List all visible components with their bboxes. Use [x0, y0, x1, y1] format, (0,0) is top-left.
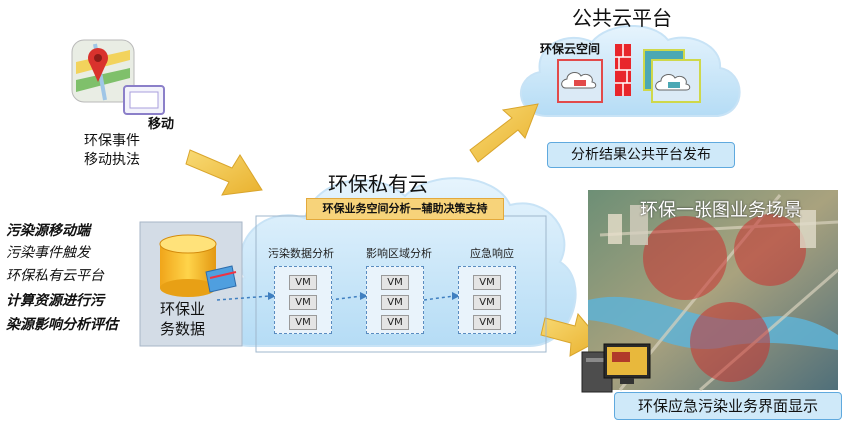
arrow-cloud-to-public	[469, 103, 539, 163]
left-list-item: 污染事件触发	[6, 245, 90, 261]
public-publish-banner: 分析结果公共平台发布	[547, 142, 735, 168]
map-scene-image	[588, 190, 839, 392]
panel-emergency-response: VM VM VM	[458, 266, 516, 334]
panel-emergency-response-title: 应急响应	[470, 247, 514, 260]
left-list-item: 污染源移动端	[6, 223, 90, 239]
vm-box: VM	[473, 295, 501, 310]
vm-box: VM	[381, 295, 409, 310]
cloud-space-icon-green	[643, 49, 701, 103]
database-icon	[159, 234, 237, 297]
private-cloud-title: 环保私有云	[328, 172, 428, 196]
display-banner: 环保应急污染业务界面显示	[614, 392, 842, 420]
panel-pollution-analysis-title: 污染数据分析	[268, 247, 334, 260]
panel-impact-area: VM VM VM	[366, 266, 424, 334]
data-source-label-line-2: 务数据	[160, 320, 206, 338]
public-cloud-title: 公共云平台	[572, 6, 672, 30]
tablet-icon	[123, 85, 165, 115]
cloud-space-icon-red	[557, 59, 603, 103]
vm-box: VM	[381, 275, 409, 290]
panel-impact-area-title: 影响区域分析	[366, 247, 432, 260]
left-list-item: 环保私有云平台	[6, 268, 104, 284]
arrow-mobile-to-cloud	[185, 149, 263, 196]
map-app-icon	[71, 39, 135, 103]
cloud-space-label: 环保云空间	[540, 42, 601, 56]
map-scene-title: 环保一张图业务场景	[640, 200, 802, 221]
firewall-icon	[615, 44, 631, 96]
vm-box: VM	[473, 275, 501, 290]
data-source-label-line-1: 环保业	[160, 300, 206, 318]
vm-box: VM	[473, 315, 501, 330]
mobile-label: 移动	[148, 117, 175, 132]
vm-box: VM	[289, 315, 317, 330]
dashed-arrows	[216, 292, 460, 301]
left-list-item: 染源影响分析评估	[6, 317, 118, 333]
vm-box: VM	[289, 295, 317, 310]
vm-box: VM	[381, 315, 409, 330]
mobile-caption-line-2: 移动执法	[84, 152, 140, 168]
left-list-item: 计算资源进行污	[6, 293, 104, 309]
vm-box: VM	[289, 275, 317, 290]
panel-pollution-analysis: VM VM VM	[274, 266, 332, 334]
computer-icon	[581, 343, 651, 393]
private-cloud-banner: 环保业务空间分析—辅助决策支持	[306, 198, 504, 220]
mobile-caption-line-1: 环保事件	[84, 133, 140, 149]
